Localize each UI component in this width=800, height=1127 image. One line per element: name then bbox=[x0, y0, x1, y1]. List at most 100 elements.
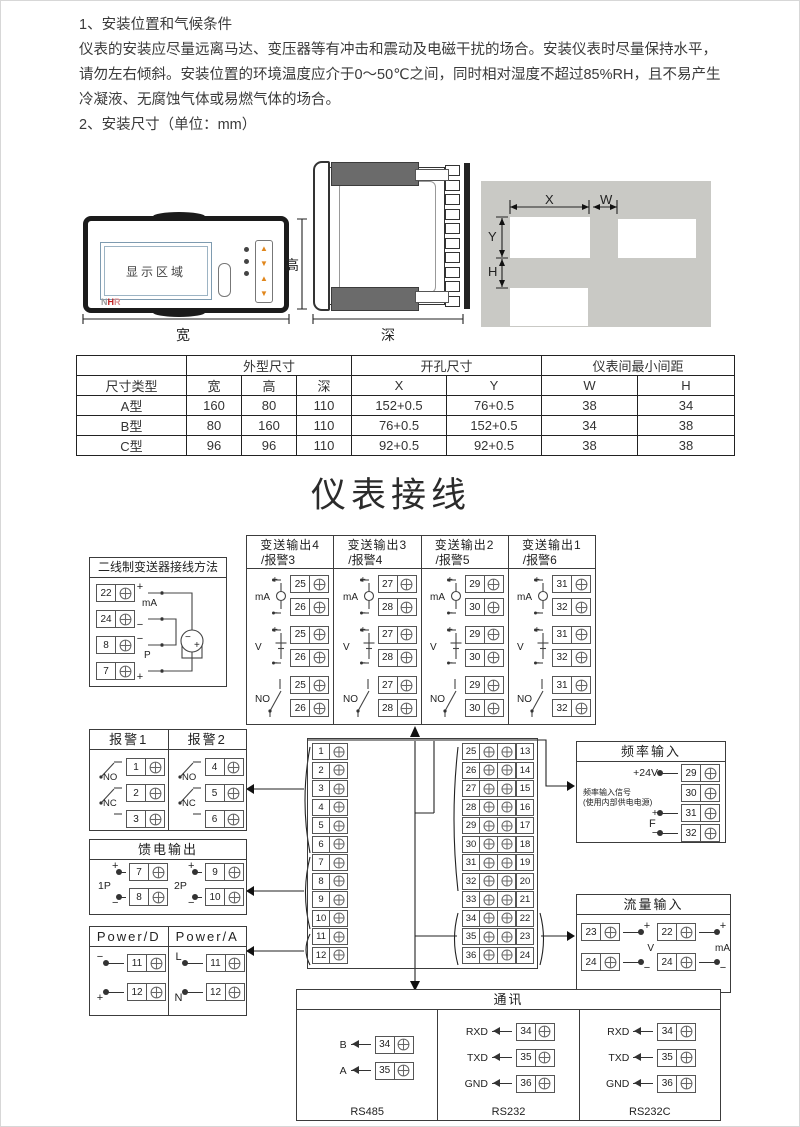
terminal-number: 34 bbox=[657, 1022, 678, 1041]
table-cell: 96 bbox=[241, 435, 297, 456]
screw-terminal-icon bbox=[146, 810, 165, 828]
svg-text:V: V bbox=[430, 642, 437, 653]
terminal-number: 36 bbox=[515, 1074, 536, 1093]
transmitter-p-label: P bbox=[144, 650, 151, 661]
table-cell: 110 bbox=[296, 415, 352, 436]
voltage-output-symbol: +V− bbox=[429, 622, 463, 670]
screw-terminal-icon bbox=[572, 676, 591, 694]
screw-terminal-icon bbox=[677, 1074, 697, 1093]
polarity-sign: + bbox=[136, 581, 144, 593]
side-view-bezel bbox=[313, 161, 330, 311]
table-cell: 76+0.5 bbox=[351, 415, 447, 436]
terminal: 11 bbox=[205, 954, 245, 972]
terminal-number: 28 bbox=[377, 598, 398, 616]
screw-terminal-icon bbox=[330, 946, 348, 964]
terminal-number: 29 bbox=[464, 575, 485, 593]
comm-signal-label: RXD bbox=[465, 1025, 488, 1038]
terminal-number: 12 bbox=[127, 983, 147, 1001]
current-output-symbol: +mA− bbox=[342, 572, 376, 620]
terminal: 7 bbox=[96, 662, 135, 680]
screw-terminal-icon bbox=[480, 872, 498, 890]
flow-group-ma: 22+24−mA bbox=[657, 920, 730, 983]
comm-signal-label: RXD bbox=[607, 1025, 630, 1038]
terminal-number: 7 bbox=[96, 662, 116, 680]
screw-terminal-icon bbox=[677, 953, 696, 971]
terminal: 6 bbox=[204, 810, 244, 828]
screw-terminal-icon bbox=[484, 575, 504, 593]
terminal: 34 bbox=[657, 1022, 697, 1041]
table-cell: 80 bbox=[186, 415, 242, 436]
table-cell: 152+0.5 bbox=[446, 415, 542, 436]
frequency-terminal-row: +24V 29 bbox=[633, 764, 720, 782]
table-cell: 160 bbox=[186, 395, 242, 416]
flow-terminal-row: 23+ bbox=[581, 920, 653, 941]
feed-group-label: 2P bbox=[174, 880, 187, 892]
terminal-number: 6 bbox=[204, 810, 225, 828]
wire-with-dot bbox=[116, 868, 126, 875]
terminal-number: 5 bbox=[312, 817, 330, 835]
terminal: 29 bbox=[681, 764, 720, 782]
terminal: 29 bbox=[464, 575, 504, 593]
cutout-x-label: X bbox=[545, 192, 554, 207]
feed-group-label: 1P bbox=[98, 880, 111, 892]
terminal-number: 30 bbox=[464, 699, 485, 717]
terminal: 12 bbox=[312, 946, 348, 964]
terminal: 23 bbox=[581, 923, 620, 941]
polarity-sign: + bbox=[112, 860, 119, 872]
transmit-output-subtitle: /报警5 bbox=[435, 553, 470, 567]
table-cell: 38 bbox=[637, 415, 735, 436]
terminal: 1 bbox=[126, 758, 165, 776]
terminal-number: 32 bbox=[552, 598, 572, 616]
terminal-number: 35 bbox=[657, 1048, 678, 1067]
screw-terminal-icon bbox=[677, 923, 696, 941]
rear-terminal-cell bbox=[445, 252, 460, 264]
screw-terminal-icon bbox=[310, 648, 330, 667]
terminal-number: 28 bbox=[377, 648, 398, 667]
width-dimension-label: 宽 bbox=[176, 327, 190, 343]
terminal-number: 12 bbox=[205, 983, 226, 1001]
section1-paragraph: 仪表的安装应尽量远离马达、变压器等有冲击和震动及电磁干扰的场合。安装仪表时尽量保… bbox=[79, 42, 721, 108]
transmitter-terminal-row: 24− bbox=[96, 610, 145, 631]
terminal: 8 bbox=[129, 888, 168, 906]
frequency-row-label: +24V bbox=[633, 767, 658, 779]
depth-dimension-label: 深 bbox=[381, 327, 395, 343]
terminal-number: 17 bbox=[516, 817, 534, 835]
terminal: 26 bbox=[290, 648, 330, 667]
svg-text:V: V bbox=[343, 642, 350, 653]
frequency-terminal-row: +31 bbox=[652, 804, 720, 822]
power-terminal-row: +12 bbox=[95, 983, 168, 1004]
power-line-label: + bbox=[96, 992, 104, 1004]
transmitter-terminal-row: 8− bbox=[96, 633, 145, 654]
alarm-column-title: 报警2 bbox=[168, 730, 246, 750]
transmit-output-title-line: 变送输出1 bbox=[522, 538, 582, 552]
svg-text:−: − bbox=[185, 632, 191, 643]
terminal: 6 bbox=[312, 835, 348, 853]
screw-terminal-icon bbox=[480, 928, 498, 946]
terminal: 22 bbox=[657, 923, 696, 941]
screw-terminal-icon bbox=[116, 610, 135, 628]
terminal-number: 34 bbox=[462, 909, 480, 927]
rear-terminal-cell bbox=[445, 281, 460, 293]
table-corner-cell bbox=[76, 355, 187, 376]
terminal-number: 8 bbox=[129, 888, 149, 906]
frequency-terminal-row: 30 bbox=[681, 784, 720, 802]
terminal-number: 24 bbox=[657, 953, 677, 971]
screw-terminal-icon bbox=[116, 584, 135, 602]
screw-terminal-icon bbox=[330, 761, 348, 779]
table-cell: 80 bbox=[241, 395, 297, 416]
comm-signal-label: GND bbox=[605, 1077, 630, 1090]
terminal-number: 5 bbox=[204, 784, 225, 802]
